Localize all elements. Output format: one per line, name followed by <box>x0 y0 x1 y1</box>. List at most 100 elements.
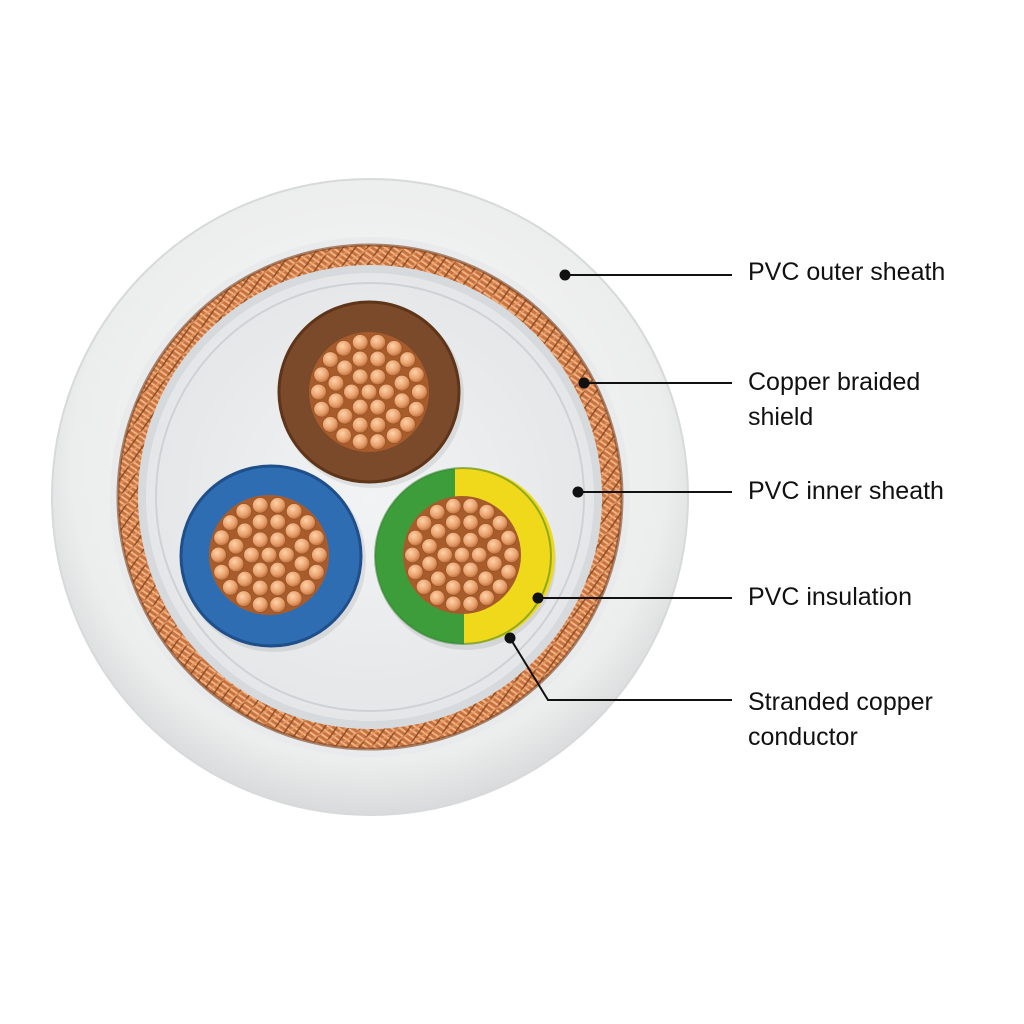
copper-strand <box>393 374 411 392</box>
copper-strand <box>445 595 462 612</box>
copper-strand <box>285 503 303 520</box>
copper-strand <box>478 589 495 607</box>
copper-strand <box>453 546 471 564</box>
copper-strand <box>445 579 462 596</box>
label-inner-sheath: PVC inner sheath <box>748 477 944 505</box>
copper-strand <box>336 359 354 377</box>
copper-strand <box>222 579 239 596</box>
copper-strand <box>269 596 287 613</box>
copper-strand <box>343 383 360 401</box>
copper-strand <box>311 546 328 564</box>
copper-strand <box>369 368 387 386</box>
copper-strand <box>407 563 424 581</box>
copper-strand <box>369 416 387 434</box>
label-braided-shield: Copper braided shield <box>748 368 921 431</box>
blue-insulation-edge <box>179 464 363 648</box>
copper-strand <box>313 400 330 418</box>
label-conductor: Stranded copper conductor <box>748 688 933 751</box>
copper-strand <box>213 563 230 581</box>
copper-strand <box>404 546 421 564</box>
copper-strand <box>445 531 462 549</box>
brown-core-conductor <box>309 332 429 452</box>
copper-strand <box>235 590 253 607</box>
copper-strand <box>322 416 339 433</box>
copper-strand <box>236 522 254 540</box>
copper-strand <box>478 503 495 521</box>
copper-strand <box>351 398 369 416</box>
copper-strand <box>299 514 316 531</box>
copper-strand <box>269 497 287 514</box>
copper-strand <box>421 538 438 555</box>
copper-strand <box>251 596 269 613</box>
copper-strand <box>486 555 503 572</box>
copper-strand <box>415 514 433 532</box>
copper-strand <box>213 529 230 547</box>
blue-core-conductor <box>209 495 329 615</box>
gy-core-conductor <box>403 496 521 614</box>
copper-strand <box>269 579 287 597</box>
leader-dot-insulation <box>532 592 544 604</box>
copper-strand <box>351 368 369 386</box>
leader-dot-inner-sheath <box>572 486 584 498</box>
copper-strand <box>385 427 403 444</box>
copper-strand <box>299 579 316 596</box>
copper-strand <box>351 334 369 351</box>
copper-strand <box>399 351 416 368</box>
brown-insulation-edge <box>277 300 461 484</box>
copper-strand <box>308 529 325 547</box>
copper-strand <box>336 407 354 425</box>
copper-strand <box>491 514 509 532</box>
copper-strand <box>335 340 353 357</box>
copper-strand <box>227 555 245 573</box>
copper-strand <box>369 334 387 351</box>
leader-dot-outer-sheath <box>559 269 571 281</box>
copper-strand <box>486 538 503 555</box>
copper-strand <box>313 366 330 384</box>
copper-strand <box>369 433 387 450</box>
copper-strand <box>322 351 339 368</box>
braided-shield-shadow <box>116 243 624 751</box>
copper-strand <box>251 513 269 531</box>
copper-strand <box>243 546 260 564</box>
copper-strand <box>227 537 245 555</box>
copper-strand <box>429 503 446 521</box>
copper-strand <box>210 546 227 564</box>
copper-strand <box>430 570 447 587</box>
copper-strand <box>500 529 517 547</box>
copper-strand <box>462 595 479 612</box>
copper-strand <box>335 427 353 444</box>
copper-strand <box>436 546 453 564</box>
copper-strand <box>462 579 479 596</box>
copper-strand <box>351 433 369 450</box>
copper-strand <box>310 383 327 401</box>
gy-insulation-edge <box>374 467 552 645</box>
copper-strand <box>236 570 254 588</box>
copper-strand <box>429 589 446 607</box>
copper-strand <box>462 514 479 531</box>
copper-strand <box>369 350 387 368</box>
copper-strand <box>445 561 462 579</box>
copper-strand <box>284 522 302 540</box>
copper-strand <box>385 340 403 357</box>
copper-strand <box>369 398 387 416</box>
copper-strand <box>308 563 325 581</box>
copper-strand <box>251 561 269 579</box>
copper-strand <box>251 497 269 514</box>
copper-strand <box>477 523 494 540</box>
leader-dot-braided-shield <box>578 377 590 389</box>
copper-strand <box>445 514 462 531</box>
copper-strand <box>251 531 269 549</box>
inner-sheath-ring <box>155 282 585 712</box>
copper-strand <box>399 416 416 433</box>
copper-strand <box>491 578 509 596</box>
copper-strand <box>235 503 253 520</box>
copper-strand <box>360 383 378 401</box>
copper-strand <box>393 392 411 410</box>
copper-strand <box>408 400 425 418</box>
copper-strand <box>269 513 287 531</box>
copper-strand <box>269 531 287 549</box>
copper-strand <box>327 374 345 392</box>
copper-strand <box>411 383 428 401</box>
copper-strand <box>407 529 424 547</box>
